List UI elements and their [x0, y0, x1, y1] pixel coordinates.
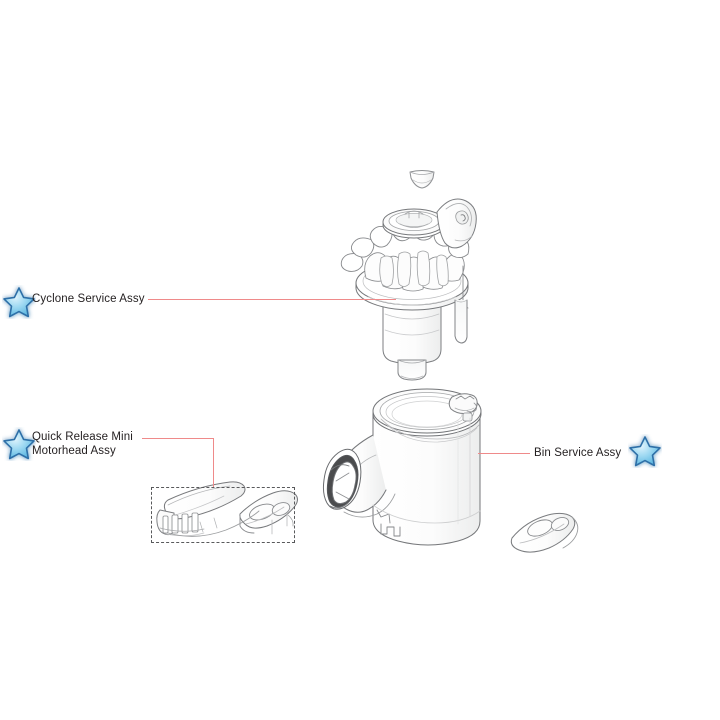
motorhead-highlight-box [151, 487, 295, 543]
callout-label-quick-release-mini-motorhead: Quick Release Mini Motorhead Assy [32, 431, 133, 457]
leader-line-motorhead-horizontal [142, 438, 214, 440]
leader-line-bin [478, 453, 530, 455]
part-edge-cropped [510, 512, 579, 553]
part-motorhead-assy [156, 481, 298, 537]
star-icon-motorhead[interactable] [2, 427, 36, 461]
star-icon-cyclone[interactable] [2, 285, 36, 319]
leader-line-cyclone [148, 299, 396, 301]
part-seal-cap [409, 170, 435, 189]
part-cyclone-assy [340, 198, 477, 381]
star-icon-bin[interactable] [628, 434, 662, 468]
leader-line-motorhead-vertical [213, 438, 215, 487]
callout-label-cyclone: Cyclone Service Assy [32, 293, 145, 305]
callout-label-bin: Bin Service Assy [534, 447, 622, 459]
part-bin-assy [322, 388, 482, 546]
